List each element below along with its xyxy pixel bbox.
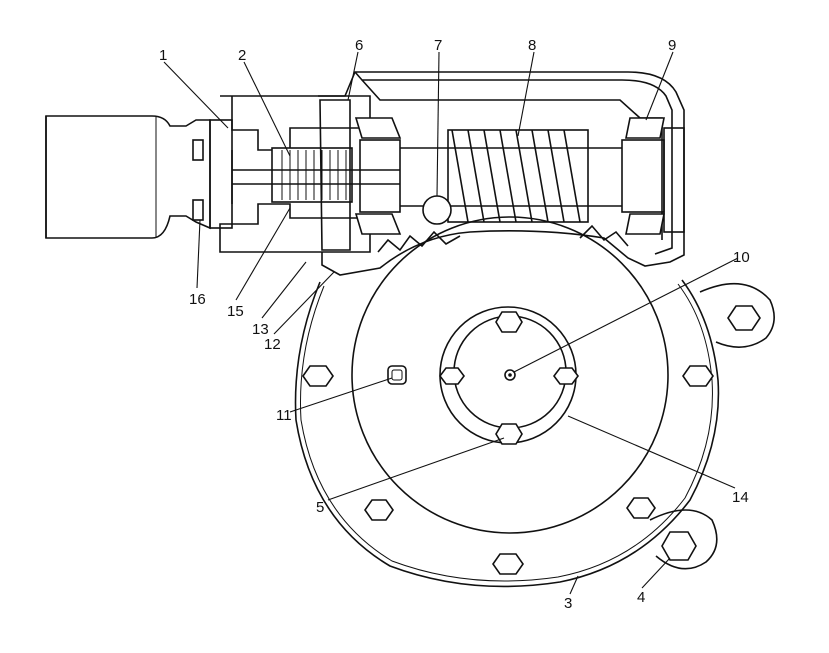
label-2: 2 xyxy=(238,47,246,64)
callout-labels: 1 2 6 7 8 9 10 16 15 13 12 11 5 14 3 4 xyxy=(159,37,750,612)
motor-bolt-lower xyxy=(192,199,204,221)
label-8: 8 xyxy=(528,37,536,54)
worm-housing xyxy=(318,71,685,276)
worm-wheel-teeth xyxy=(377,224,629,253)
label-1: 1 xyxy=(159,47,167,64)
plug-7 xyxy=(422,195,452,225)
leader-lines xyxy=(163,51,739,595)
plug-11 xyxy=(387,365,407,385)
wheel-housing xyxy=(294,216,775,588)
lug-bolt-bottom xyxy=(661,531,697,561)
label-13: 13 xyxy=(252,321,269,338)
label-6: 6 xyxy=(355,37,363,54)
label-4: 4 xyxy=(637,589,645,606)
motor xyxy=(45,115,211,239)
perimeter-bolts xyxy=(302,365,714,575)
right-tapered-bearing xyxy=(621,117,665,235)
label-9: 9 xyxy=(668,37,676,54)
input-housing xyxy=(209,95,400,253)
hub-bolts xyxy=(439,311,579,445)
label-7: 7 xyxy=(434,37,442,54)
label-16: 16 xyxy=(189,291,206,308)
worm-shaft xyxy=(400,129,622,225)
motor-bolt-upper xyxy=(192,139,204,161)
needle-bearing xyxy=(271,147,353,203)
label-15: 15 xyxy=(227,303,244,320)
worm xyxy=(447,129,589,223)
label-5: 5 xyxy=(316,499,324,516)
label-11: 11 xyxy=(276,407,292,424)
label-14: 14 xyxy=(732,489,749,506)
label-3: 3 xyxy=(564,595,572,612)
lug-bolt-right xyxy=(727,305,761,331)
label-10: 10 xyxy=(733,249,750,266)
label-12: 12 xyxy=(264,336,281,353)
left-tapered-bearing xyxy=(354,117,402,235)
wheel-cover xyxy=(351,216,669,534)
